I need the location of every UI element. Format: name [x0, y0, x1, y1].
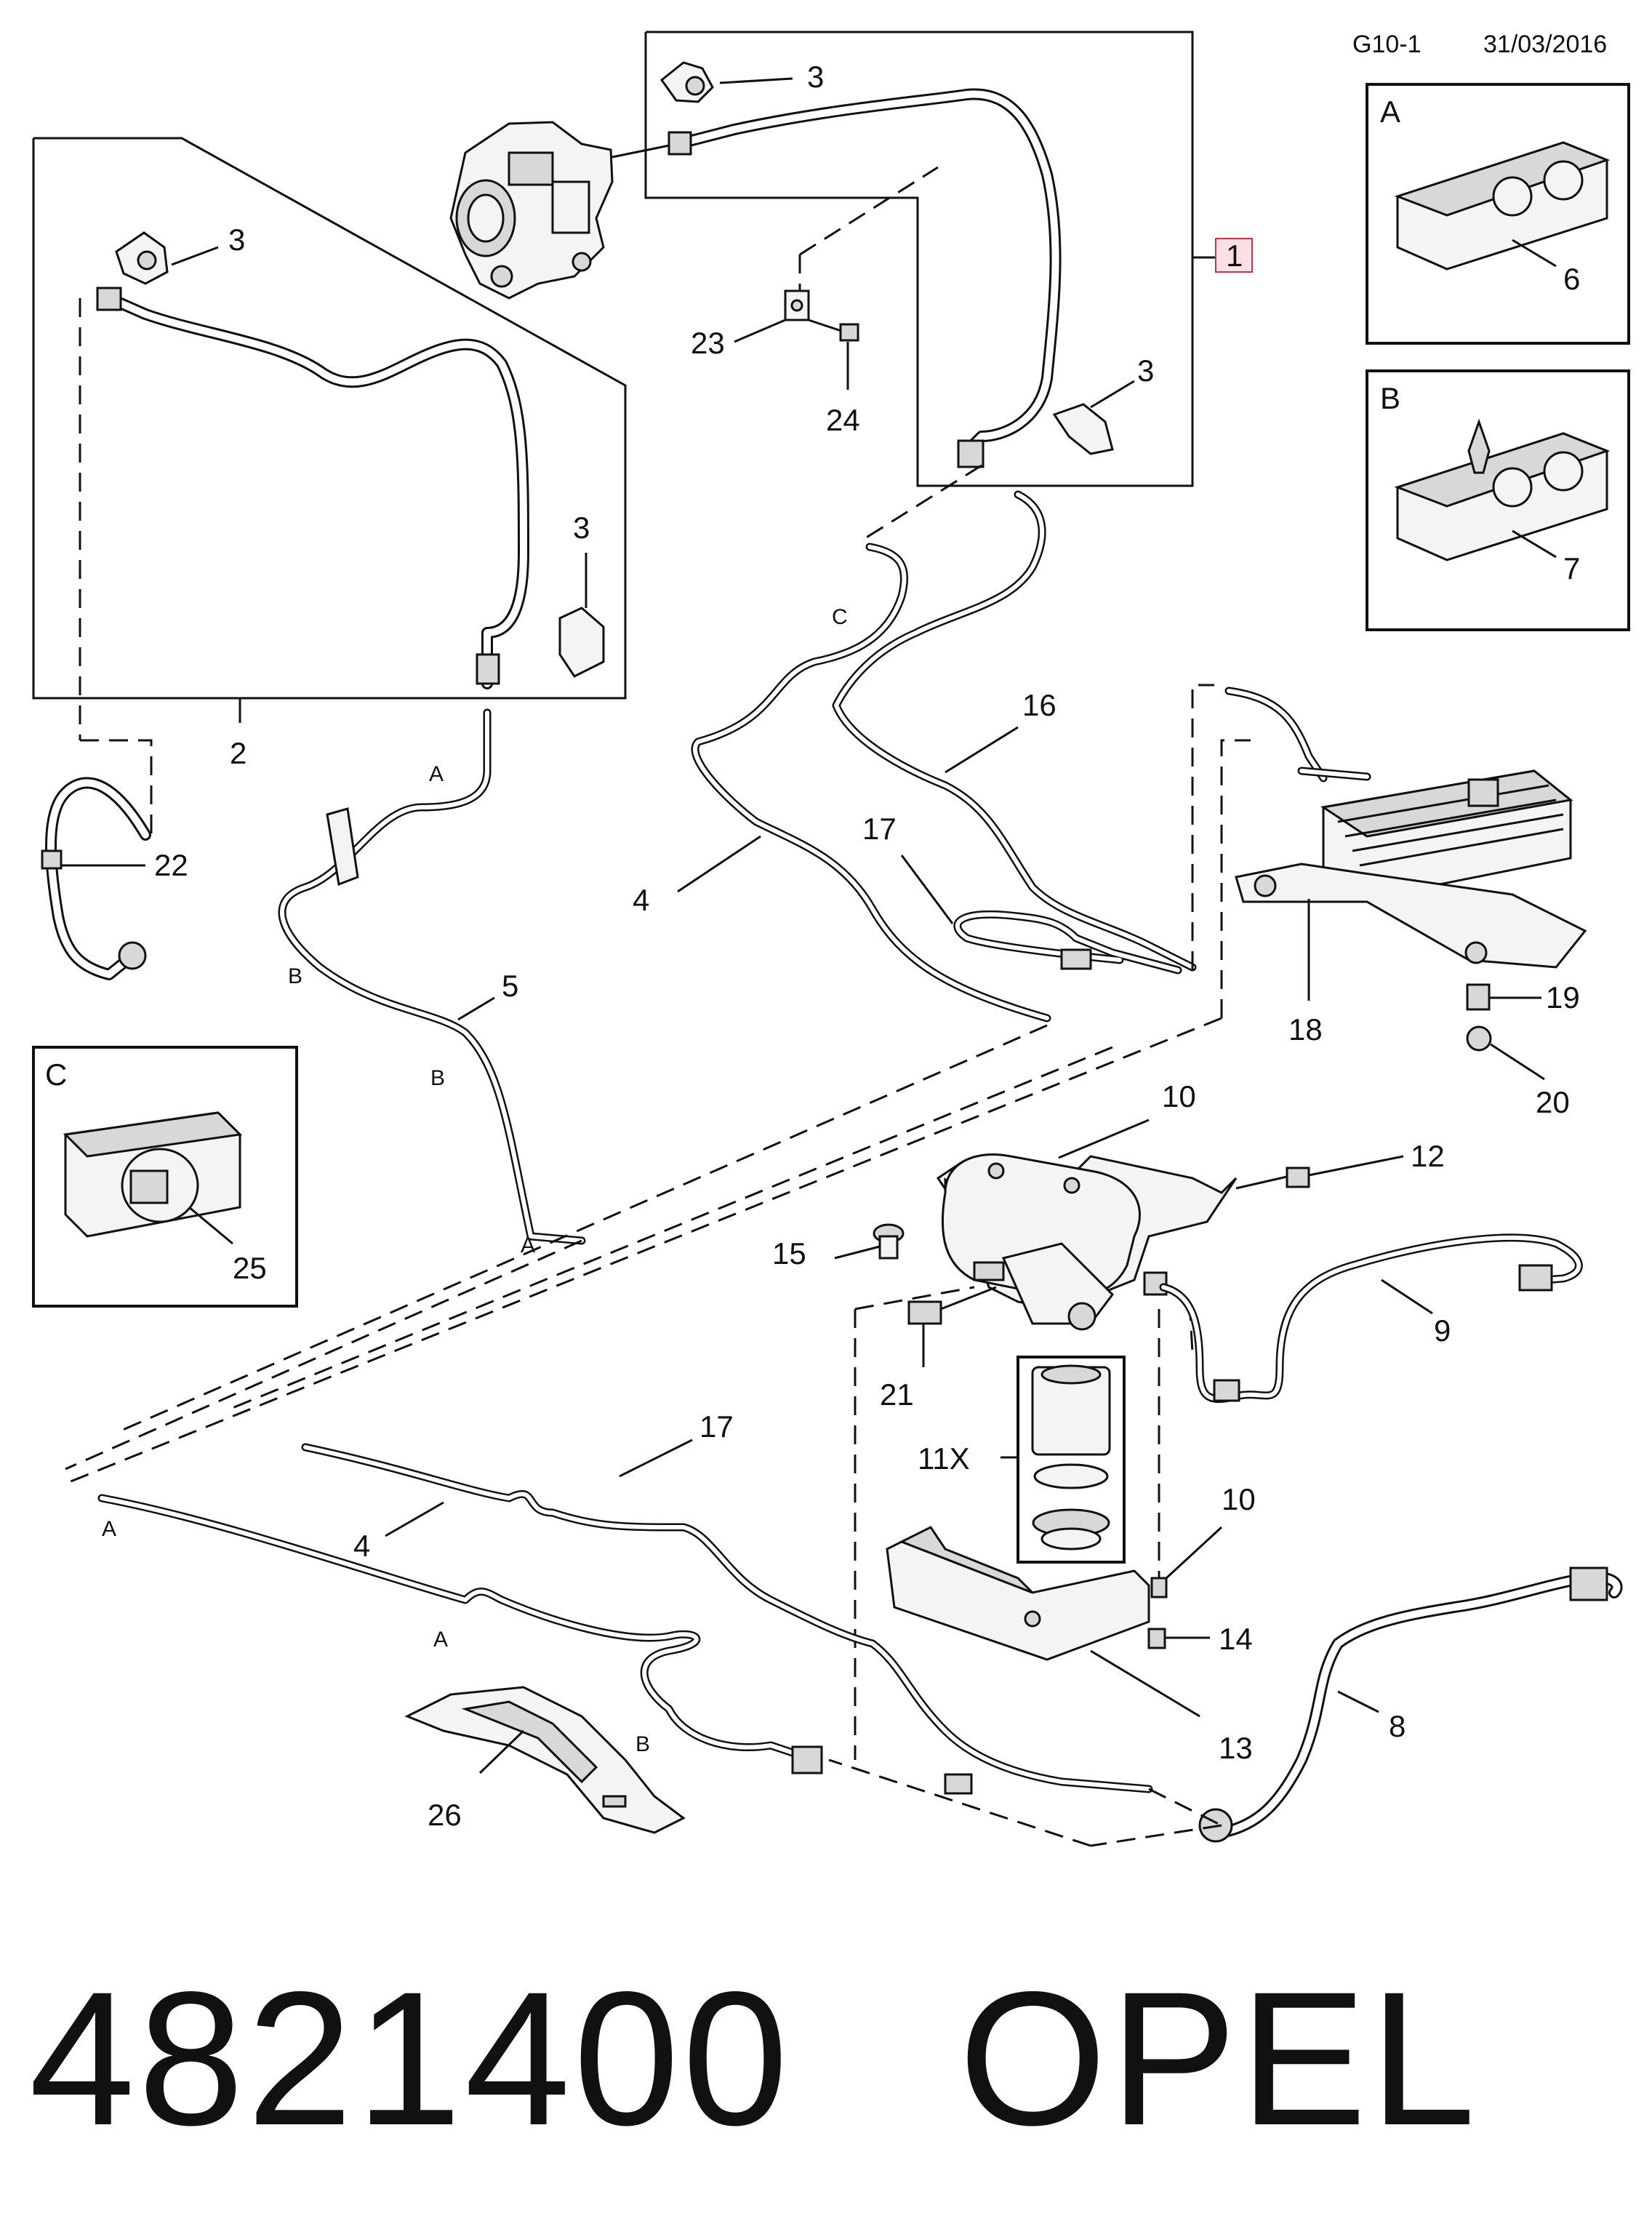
callout-8: 8: [1389, 1709, 1406, 1743]
letter-c: C: [832, 605, 848, 629]
callout-3-frame2-top: 3: [228, 223, 245, 257]
letter-b-pipe5: B: [288, 964, 302, 988]
assembly-1-frame: 1: [644, 31, 1253, 487]
stud-10: [1150, 1526, 1223, 1598]
detail-box-a: A 6: [1366, 83, 1630, 345]
part-number: 4821400: [29, 1952, 791, 2165]
pipe-16: [832, 490, 1197, 972]
callout-11x: 11X: [918, 1441, 970, 1476]
callout-10-bottom: 10: [1222, 1482, 1256, 1516]
callout-24: 24: [826, 403, 860, 437]
callout-5: 5: [502, 969, 518, 1003]
callout-3-frame2-right: 3: [573, 511, 590, 545]
detail-box-b: B 7: [1366, 369, 1630, 631]
callout-17-lower: 17: [699, 1409, 734, 1444]
callout-20: 20: [1536, 1085, 1570, 1119]
clip-3-right: [1052, 403, 1114, 455]
callout-19: 19: [1546, 980, 1580, 1015]
callout-3-right: 3: [1137, 353, 1154, 388]
svg-text:C: C: [45, 1057, 67, 1092]
bolt-14: [1147, 1628, 1210, 1649]
pipe-22: [41, 777, 151, 980]
bracket-23: [784, 289, 810, 321]
sensor-12: [1235, 1155, 1404, 1190]
fuel-filter-housing: [936, 1153, 1238, 1331]
nut-20: [1466, 1025, 1545, 1081]
letter-b-pipe5-low: B: [430, 1066, 445, 1090]
svg-text:B: B: [1380, 381, 1400, 415]
clip-3-frame2-right: [558, 607, 605, 678]
pipe-9: [1159, 1233, 1583, 1404]
callout-1: 1: [1226, 239, 1243, 273]
sensor-21: [907, 1286, 997, 1367]
callout-6: 6: [1563, 262, 1580, 296]
callout-15: 15: [772, 1236, 806, 1270]
letter-b-lower: B: [635, 1732, 650, 1756]
callout-4-upper: 4: [633, 883, 649, 917]
callout-7: 7: [1563, 551, 1580, 585]
callout-17-upper: 17: [862, 812, 897, 846]
pipe-5: [278, 708, 586, 1245]
callout-14: 14: [1219, 1622, 1253, 1656]
letter-a-pipe5-top: A: [429, 762, 444, 786]
callout-9: 9: [1434, 1313, 1451, 1348]
filter-element-11x: [1017, 1356, 1126, 1564]
bracket-13: [886, 1526, 1200, 1718]
callout-2: 2: [230, 736, 246, 770]
callout-18: 18: [1288, 1012, 1323, 1047]
letter-a-lower-mid: A: [433, 1628, 448, 1652]
bolt-24: [808, 319, 859, 342]
callout-21: 21: [880, 1377, 914, 1412]
guide-26: [404, 1686, 686, 1834]
pipe-4-lower: [97, 1494, 823, 1774]
callout-23: 23: [691, 326, 725, 360]
callout-10-top: 10: [1162, 1079, 1196, 1113]
callout-4-lower: 4: [353, 1529, 370, 1563]
part-number-caption: 4821400 OPEL: [29, 1964, 1478, 2154]
page-code: G10-1: [1352, 31, 1422, 58]
pipe-17-lower: [301, 1443, 1153, 1795]
bolt-19: [1466, 983, 1541, 1011]
callout-16: 16: [1022, 688, 1056, 722]
callout-12: 12: [1411, 1139, 1445, 1173]
callout-13: 13: [1219, 1731, 1253, 1765]
callout-25: 25: [233, 1251, 267, 1285]
diagram-date: 31/03/2016: [1483, 31, 1607, 58]
pipe-2: [96, 287, 529, 689]
grommet-15: [834, 1223, 905, 1260]
fuel-pump: [449, 121, 684, 300]
callout-22: 22: [154, 848, 188, 882]
letter-a-lower-left: A: [102, 1517, 116, 1541]
clip-3-top: [659, 61, 714, 103]
assembly-2-frame: [32, 137, 627, 723]
pipe-1: [667, 88, 1062, 468]
letter-a-pipe5-bottom: A: [521, 1233, 535, 1257]
pipe-4-upper: [691, 543, 1051, 1023]
clip-3-frame2-top: [115, 231, 169, 285]
callout-3-top: 3: [807, 60, 824, 94]
pipe-8: [1198, 1566, 1623, 1843]
svg-text:A: A: [1380, 95, 1400, 129]
pipe-17-upper: [953, 910, 1182, 975]
callout-26: 26: [428, 1798, 462, 1832]
brand-name: OPEL: [958, 1952, 1479, 2165]
heat-exchanger: [1224, 687, 1587, 969]
detail-box-c: C 25: [32, 1046, 298, 1308]
